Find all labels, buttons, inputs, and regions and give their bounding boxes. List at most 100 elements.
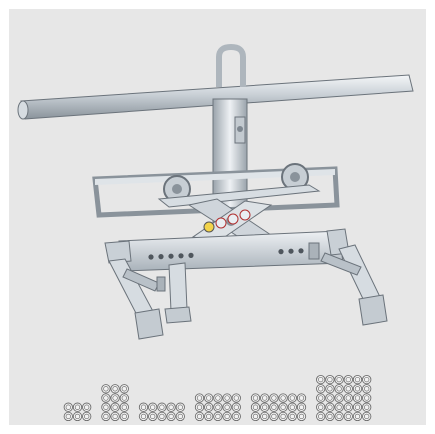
pipe-icon [316,411,326,422]
pipe-bore-icon [159,413,165,420]
pipe-bore-icon [336,386,342,392]
pipe-icon [101,393,111,403]
pipe-bore-icon [345,376,351,383]
product-photo [17,43,414,340]
pipe-icon [269,411,279,422]
pipe-icon [287,393,297,403]
pipe-bundle-group [63,402,92,422]
pipe-bore-icon [336,413,342,420]
pipe-bore-icon [345,386,351,392]
pipe-icon [157,411,167,422]
pipe-bore-icon [103,386,109,392]
pipe-bore-icon [121,386,127,392]
pipe-bore-icon [364,386,370,392]
pipe-bundle-diagram [63,374,372,422]
pipe-bore-icon [224,404,230,410]
pipe-bore-icon [327,386,333,392]
pipe-icon [63,411,73,422]
pipe-icon [213,393,223,403]
pipe-icon [278,411,288,422]
pipe-bore-icon [224,413,230,420]
pipe-bore-icon [103,404,109,410]
pipe-icon [278,402,288,412]
pipe-icon [352,384,363,394]
pipe-icon [325,402,335,412]
pipe-icon [260,411,270,422]
pipe-bore-icon [336,376,342,383]
pipe-bore-icon [336,395,342,401]
pipe-icon [110,411,120,422]
pipe-bore-icon [318,395,324,401]
pipe-bore-icon [345,404,351,410]
pipe-icon [148,411,158,422]
pipe-bore-icon [364,413,370,420]
pipe-icon [119,402,129,412]
pipe-icon [334,411,344,422]
pipe-bundle-configurations [9,349,426,425]
pipe-bore-icon [84,413,90,420]
pipe-icon [194,402,205,412]
pipe-bore-icon [252,395,259,401]
warning-labels [203,209,251,233]
pipe-icon [166,402,176,412]
pipe-bundle-group [194,393,241,422]
pipe-bore-icon [318,413,324,420]
lower-beam [118,209,344,272]
pipe-bore-icon [74,404,81,410]
pipe-bore-icon [112,386,118,392]
pipe-bore-icon [168,413,174,420]
pipe-icon [362,411,372,422]
pipe-bore-icon [233,404,239,410]
pipe-bore-icon [262,404,268,410]
pipe-icon [157,402,167,412]
pipe-bore-icon [289,404,295,410]
pipe-icon [334,402,344,412]
pipe-icon [278,393,288,403]
pipe-icon [352,374,363,385]
product-image-frame [9,9,426,425]
pipe-icon [231,402,241,412]
pipe-bore-icon [364,404,370,410]
pipe-bore-icon [215,413,221,420]
pipe-bore-icon [215,404,221,410]
pipe-bore-icon [150,404,156,410]
pipe-icon [287,411,297,422]
pipe-icon [63,402,73,412]
pipe-icon [222,393,232,403]
pipe-bore-icon [354,413,361,420]
pipe-bore-icon [327,395,333,401]
right-leg [308,228,388,326]
pipe-icon [110,402,120,412]
pipe-bore-icon [65,413,71,420]
pipe-icon [194,393,205,403]
pipe-icon [296,393,307,403]
pipe-bore-icon [271,413,277,420]
pipe-icon [352,411,363,422]
pipe-bore-icon [327,413,333,420]
pipe-bore-icon [318,376,324,383]
pipe-bore-icon [196,413,203,420]
pipe-icon [343,374,353,385]
pipe-icon [343,411,353,422]
pipe-icon [250,411,261,422]
pipe-bore-icon [103,413,109,420]
pipe-bore-icon [289,413,295,420]
pipe-bore-icon [336,404,342,410]
pipe-icon [343,393,353,403]
pipe-icon [101,411,111,422]
lifting-eye [216,43,246,87]
pipe-bore-icon [168,404,174,410]
pipe-bore-icon [233,395,239,401]
pipe-bore-icon [150,413,156,420]
pipe-bore-icon [196,404,203,410]
pipe-bore-icon [318,404,324,410]
pipe-bore-icon [364,395,370,401]
pipe-bore-icon [112,395,118,401]
pipe-bore-icon [280,404,286,410]
pipe-bore-icon [327,376,333,383]
pipe-icon [101,384,111,394]
pipe-icon [250,393,261,403]
pipe-bore-icon [206,413,212,420]
pipe-bore-icon [112,413,118,420]
pipe-bore-icon [84,404,90,410]
